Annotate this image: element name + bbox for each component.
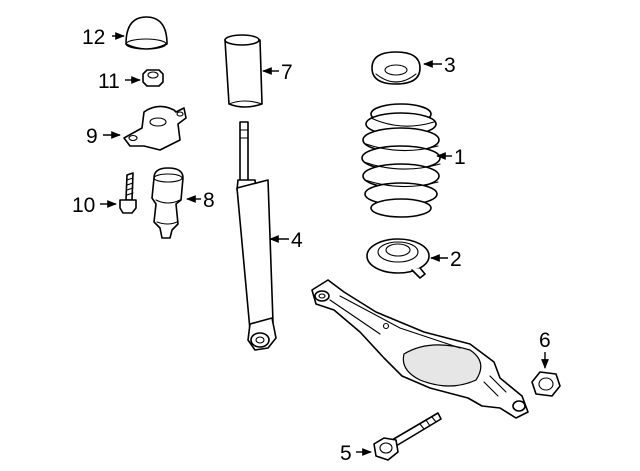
lower-control-arm [311,279,529,419]
callout-4: 4 [291,229,303,252]
part-7-dust-boot [224,34,263,108]
part-5-long-bolt [373,412,442,461]
part-11-nut [142,69,164,87]
callout-2: 2 [450,248,462,271]
callout-11: 11 [98,70,120,93]
part-2-lower-spring-seat [366,238,430,279]
callout-5: 5 [340,442,352,465]
part-9-upper-mount [123,105,187,151]
part-10-bolt [119,172,137,214]
callout-6: 6 [539,329,551,352]
part-12-bump-stop-cap [125,16,168,50]
part-4-shock-absorber [236,121,277,351]
callout-10: 10 [72,194,95,217]
part-8-bump-stop [151,167,184,239]
callout-12: 12 [82,26,105,49]
part-1-coil-spring [361,103,441,218]
callout-8: 8 [203,189,215,212]
callout-9: 9 [86,125,98,148]
part-6-nut [531,371,561,397]
callout-1: 1 [454,146,466,169]
callout-3: 3 [444,54,456,77]
part-3-upper-spring-seat [371,51,421,85]
callout-7: 7 [281,61,293,84]
